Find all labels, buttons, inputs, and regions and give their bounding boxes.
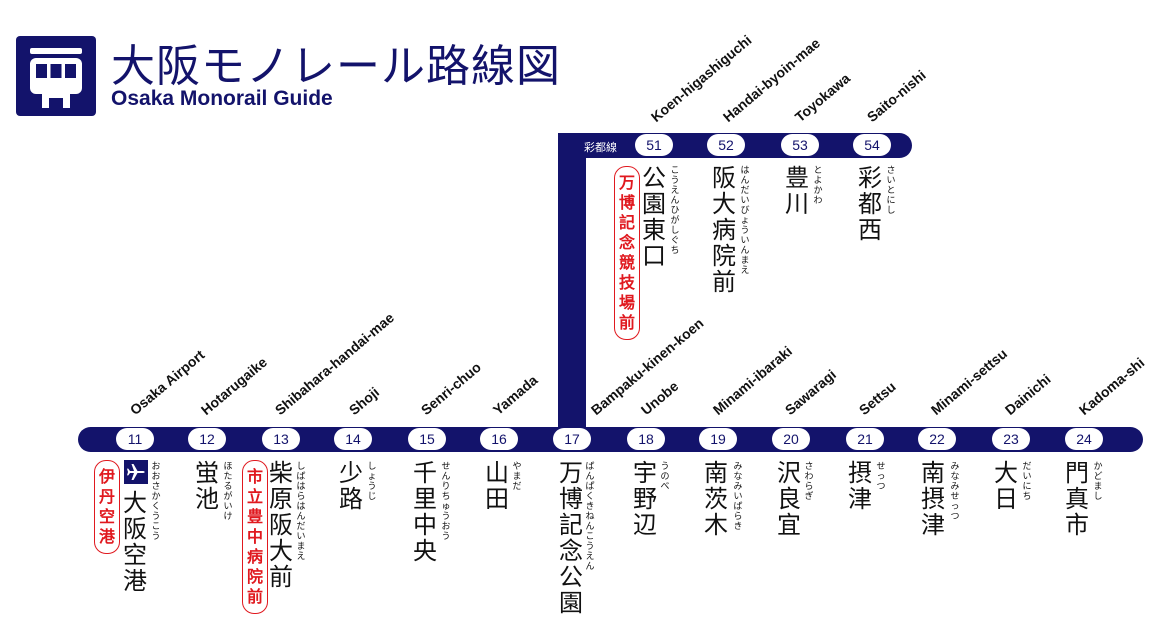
station-name-kana: みなみいばらき (733, 462, 743, 532)
station-name-en: Hotarugaike (197, 353, 270, 418)
station-name-en: Minami-settsu (927, 345, 1011, 418)
station-name-kana: とよかわ (813, 166, 823, 206)
station-name-kanji: 彩都西 (858, 164, 882, 244)
station-number: 17 (553, 428, 591, 450)
station-name-kanji: 千里中央 (413, 459, 437, 565)
station-name-kana: みなみせっつ (950, 462, 960, 522)
station-name-kana: さわらぎ (804, 462, 814, 502)
station-name-en: Yamada (489, 371, 541, 418)
station-name-kana: しょうじ (367, 462, 377, 502)
page-subtitle: Osaka Monorail Guide (111, 87, 333, 110)
branch-line-label: 彩都線 (584, 141, 617, 154)
station-name-en: Saito-nishi (863, 66, 929, 125)
station-name-kanji: 南摂津 (921, 459, 945, 539)
station-name-en: Toyokawa (791, 69, 854, 125)
station-name-kanji: 山田 (485, 459, 509, 513)
station-name-kana: はんだいびょういんまえ (740, 166, 750, 276)
station-name-en: Shibahara-handai-mae (271, 309, 398, 418)
station-number: 20 (772, 428, 810, 450)
station-name-kana: こうえんひがしぐち (670, 166, 680, 256)
landmark-badge: 市立豊中病院前 (242, 460, 268, 614)
station-name-en: Osaka Airport (126, 346, 208, 418)
station-name-en: Dainichi (1001, 370, 1054, 418)
station-number: 16 (480, 428, 518, 450)
station-number: 12 (188, 428, 226, 450)
station-name-kanji: 南茨木 (704, 459, 728, 539)
station-name-en: Kadoma-shi (1075, 354, 1148, 418)
station-number: 18 (627, 428, 665, 450)
station-number: 11 (116, 428, 154, 450)
station-name-kana: おおさかくうこう (151, 462, 161, 542)
landmark-badge: 万博記念競技場前 (614, 166, 640, 340)
station-number: 23 (992, 428, 1030, 450)
station-number: 15 (408, 428, 446, 450)
station-number: 53 (781, 134, 819, 156)
station-number: 54 (853, 134, 891, 156)
station-name-en: Senri-chuo (417, 358, 485, 418)
station-name-kana: しばはらはんだいまえ (296, 462, 306, 562)
page-title: 大阪モノレール路線図 (111, 41, 561, 92)
station-name-kana: ほたるがいけ (223, 462, 233, 522)
station-name-kanji: 万博記念公園 (559, 459, 583, 617)
branch-line-connector (558, 133, 586, 433)
station-name-kanji: 沢良宜 (777, 459, 801, 539)
station-number: 21 (846, 428, 884, 450)
station-name-kana: かどまし (1093, 462, 1103, 502)
station-number: 22 (918, 428, 956, 450)
station-number: 24 (1065, 428, 1103, 450)
station-name-kanji: 少路 (339, 459, 363, 513)
station-name-kanji: 蛍池 (195, 459, 219, 513)
station-name-kana: ばんぱくきねんこうえん (585, 462, 595, 572)
station-name-kanji: 摂津 (848, 459, 872, 513)
station-name-kanji: 阪大病院前 (712, 164, 736, 296)
station-name-kanji: 宇野辺 (633, 459, 657, 539)
station-number: 13 (262, 428, 300, 450)
station-name-kanji: 公園東口 (642, 164, 666, 270)
station-name-en: Shoji (345, 383, 383, 418)
station-number: 51 (635, 134, 673, 156)
station-number: 19 (699, 428, 737, 450)
station-name-kanji: 大日 (994, 459, 1018, 513)
station-name-kanji: 門真市 (1065, 459, 1089, 539)
station-name-en: Sawaragi (781, 366, 840, 418)
landmark-badge: 伊丹空港 (94, 460, 120, 554)
station-name-kana: さいとにし (886, 166, 896, 216)
station-name-en: Settsu (855, 378, 899, 418)
station-name-kana: せっつ (876, 462, 886, 492)
station-name-en: Unobe (637, 377, 682, 418)
station-name-kana: せんりちゅうおう (441, 462, 451, 542)
station-name-kanji: 豊川 (785, 164, 809, 218)
station-number: 52 (707, 134, 745, 156)
station-name-kanji: 柴原阪大前 (269, 459, 293, 591)
station-name-kana: だいにち (1022, 462, 1032, 502)
station-number: 14 (334, 428, 372, 450)
station-name-kana: やまだ (512, 462, 522, 492)
station-name-kana: うのべ (660, 462, 670, 492)
airplane-icon (124, 460, 148, 484)
station-name-kanji: 大阪空港 (123, 489, 147, 595)
monorail-train-icon (16, 36, 96, 116)
main-line-bar (78, 427, 1143, 452)
